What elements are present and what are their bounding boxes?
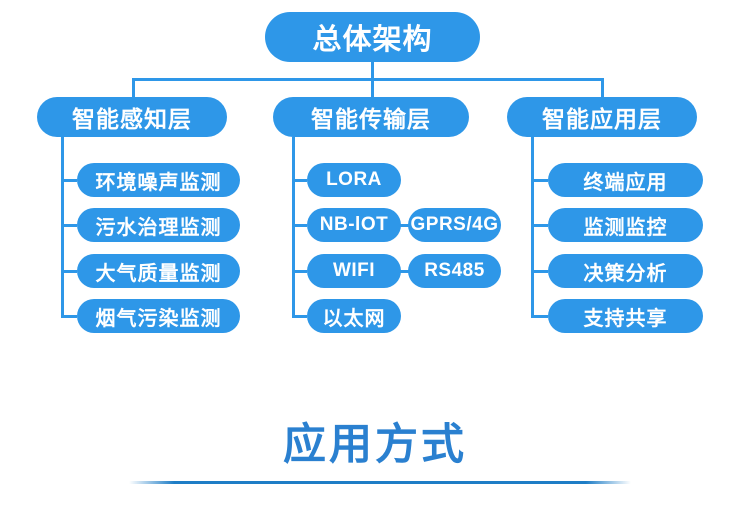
connector-stub	[61, 224, 77, 227]
connector-stub	[399, 224, 410, 227]
connector-branch-bus	[132, 78, 604, 81]
section-divider	[129, 481, 631, 484]
connector-stub	[399, 270, 410, 273]
connector-drop-perception	[132, 78, 135, 98]
connector-stub	[531, 224, 548, 227]
connector-stub	[292, 270, 307, 273]
node-air-quality-monitoring: 大气质量监测	[77, 254, 240, 288]
node-terminal-application: 终端应用	[548, 163, 703, 197]
section-title-application-method: 应用方式	[283, 421, 467, 469]
node-decision-analysis: 决策分析	[548, 254, 703, 288]
node-wifi: WIFI	[307, 254, 401, 288]
connector-rail-application	[531, 137, 534, 318]
connector-stub	[61, 270, 77, 273]
connector-stub	[531, 315, 548, 318]
node-sharing-support: 支持共享	[548, 299, 703, 333]
node-root-title: 总体架构	[265, 12, 480, 62]
connector-stub	[531, 179, 548, 182]
connector-rail-transmission	[292, 137, 295, 318]
node-sewage-monitoring: 污水治理监测	[77, 208, 240, 242]
connector-stub	[61, 315, 77, 318]
node-env-noise-monitoring: 环境噪声监测	[77, 163, 240, 197]
connector-stub	[292, 179, 307, 182]
connector-stub	[292, 224, 307, 227]
node-ethernet: 以太网	[307, 299, 401, 333]
node-perception-layer: 智能感知层	[37, 97, 227, 137]
connector-root-stem	[371, 62, 374, 79]
connector-stub	[61, 179, 77, 182]
node-lora: LORA	[307, 163, 401, 197]
connector-drop-application	[601, 78, 604, 98]
node-application-layer: 智能应用层	[507, 97, 697, 137]
node-gprs-4g: GPRS/4G	[408, 208, 501, 242]
node-monitoring-control: 监测监控	[548, 208, 703, 242]
node-transmission-layer: 智能传输层	[273, 97, 469, 137]
connector-drop-transmission	[371, 78, 374, 98]
connector-rail-perception	[61, 137, 64, 318]
node-rs485: RS485	[408, 254, 501, 288]
connector-stub	[531, 270, 548, 273]
node-nbiot: NB-lOT	[307, 208, 401, 242]
node-flue-gas-monitoring: 烟气污染监测	[77, 299, 240, 333]
connector-stub	[292, 315, 307, 318]
